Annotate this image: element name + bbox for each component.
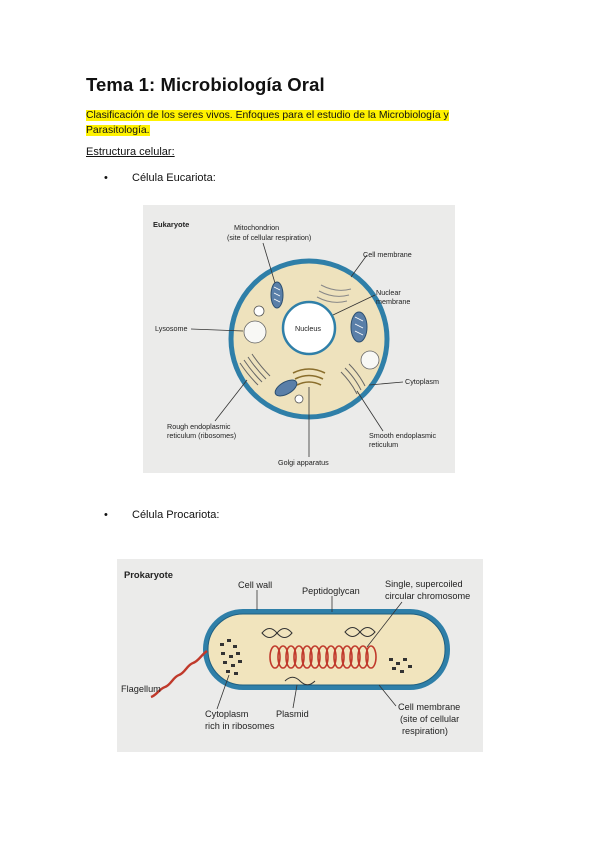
mitochondrion-label: Mitochondrion (234, 223, 279, 232)
rough-er-shape (239, 353, 271, 386)
cell-membrane-leader (350, 254, 368, 278)
golgi-label: Golgi apparatus (278, 458, 329, 467)
plasmid-label: Plasmid (276, 709, 309, 719)
prokaryote-figure: Prokaryote (117, 559, 483, 752)
page-title: Tema 1: Microbiología Oral (86, 74, 325, 95)
cytoplasm-label: Cytoplasm (405, 377, 439, 386)
lysosome-label: Lysosome (155, 324, 188, 333)
prokaryote-heading: Prokaryote (124, 569, 173, 580)
bullet-eukaryote: • Célula Eucariota: (104, 172, 216, 184)
plasmid-shape (344, 627, 376, 637)
smooth-er-sublabel: reticulum (369, 440, 398, 449)
nucleus-shape (281, 300, 337, 356)
chromosome-leader (366, 601, 403, 648)
peptidoglycan-label: Peptidoglycan (302, 586, 360, 596)
highlight-line-2: Parasitología. (86, 125, 150, 136)
cytoplasm-leader (368, 381, 404, 386)
plasmid-shape (261, 628, 293, 638)
cytoplasm-sublabel: rich in ribosomes (205, 721, 275, 731)
mitochondrion-leader (262, 242, 276, 284)
chromosome-sublabel: circular chromosome (385, 591, 470, 601)
vesicle-shape (360, 350, 380, 370)
nucleus-label: Nucleus (295, 324, 321, 333)
flagellum-shape (150, 650, 208, 699)
nuclear-membrane-sublabel: membrane (376, 297, 410, 306)
cell-membrane-label: Cell membrane (363, 250, 412, 259)
smooth-er-label: Smooth endoplasmic (369, 431, 437, 440)
eukaryote-figure: Eukaryote Nucleus (143, 205, 455, 473)
smooth-er-leader (356, 390, 384, 432)
rough-er-leader (214, 379, 248, 422)
chromosome-label: Single, supercoiled (385, 579, 463, 589)
cytoplasm-leader (216, 674, 230, 710)
bullet-text: Célula Procariota: (132, 509, 220, 521)
bullet-dot: • (104, 172, 108, 184)
mitochondrion-shape (270, 281, 284, 309)
prok-cell-membrane-leader (378, 684, 397, 707)
rough-er-sublabel: reticulum (ribosomes) (167, 431, 236, 440)
nuclear-membrane-leader (332, 294, 376, 316)
plasmid-shape (284, 676, 316, 686)
section-subheading: Estructura celular: (86, 146, 175, 158)
lysosome-shape (243, 320, 267, 344)
bullet-text: Célula Eucariota: (132, 172, 216, 184)
rough-er-label: Rough endoplasmic (167, 422, 231, 431)
prok-cell-membrane-sublabel-2: respiration) (402, 726, 448, 736)
mitochondrion-sublabel: (site of cellular respiration) (227, 233, 311, 242)
bullet-dot: • (104, 509, 108, 521)
vesicle-shape (253, 305, 265, 317)
mitochondrion-shape (350, 311, 368, 343)
prok-cell-membrane-label: Cell membrane (398, 702, 460, 712)
cytoplasm-label: Cytoplasm (205, 709, 249, 719)
lysosome-leader (190, 328, 244, 332)
ribosomes-left (220, 639, 242, 675)
mitochondrion-shape (274, 379, 298, 397)
flagellum-label: Flagellum (121, 684, 161, 694)
highlighted-topic: Clasificación de los seres vivos. Enfoqu… (86, 108, 486, 138)
smooth-er-shape (340, 363, 366, 395)
highlight-line-1: Clasificación de los seres vivos. Enfoqu… (86, 110, 449, 121)
nuclear-membrane-label: Nuclear (376, 288, 401, 297)
ribosomes-right (389, 658, 412, 673)
golgi-shape (292, 368, 326, 386)
prok-cell-membrane-sublabel-1: (site of cellular (400, 714, 459, 724)
bullet-prokaryote: • Célula Procariota: (104, 509, 219, 521)
chromosome-shape (269, 645, 377, 669)
plasmid-leader (292, 684, 298, 709)
vesicle-shape (294, 394, 304, 404)
eukaryote-heading: Eukaryote (153, 220, 189, 229)
cell-wall-label: Cell wall (238, 580, 272, 590)
er-upper-shape (316, 284, 352, 303)
